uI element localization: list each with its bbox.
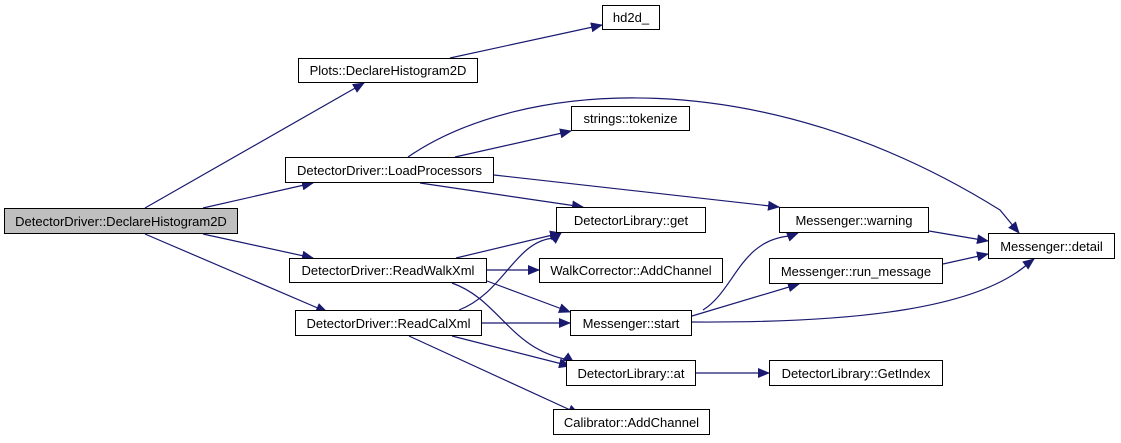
node-walk-corrector-add-channel[interactable]: WalkCorrector::AddChannel bbox=[539, 258, 723, 283]
edge-load_processors-to-msg_warning bbox=[493, 174, 780, 211]
edge-read_walk-to-lib_get bbox=[455, 230, 562, 259]
node-detector-library-get[interactable]: DetectorLibrary::get bbox=[556, 207, 706, 233]
node-detector-library-at[interactable]: DetectorLibrary::at bbox=[566, 360, 696, 386]
node-read-walk-xml[interactable]: DetectorDriver::ReadWalkXml bbox=[289, 258, 487, 283]
node-messenger-start[interactable]: Messenger::start bbox=[570, 310, 692, 336]
edge-read_cal-to-cal_add bbox=[408, 335, 580, 415]
node-load-processors[interactable]: DetectorDriver::LoadProcessors bbox=[285, 157, 494, 183]
edge-root-to-read_cal bbox=[144, 233, 328, 313]
root-node-declare-histogram-2d: DetectorDriver::DeclareHistogram2D bbox=[4, 208, 238, 234]
edge-read_cal-to-lib_at bbox=[451, 335, 571, 369]
edge-root-to-read_walk bbox=[202, 233, 314, 261]
edge-msg_start-to-msg_run bbox=[691, 282, 800, 317]
edge-read_cal-to-lib_get bbox=[458, 232, 562, 311]
edge-msg_warning-to-msg_detail bbox=[928, 230, 989, 245]
node-read-cal-xml[interactable]: DetectorDriver::ReadCalXml bbox=[295, 310, 482, 336]
edge-msg_run-to-msg_detail bbox=[942, 251, 989, 265]
edge-msg_start-to-msg_warning bbox=[702, 232, 799, 311]
node-detector-library-get-index[interactable]: DetectorLibrary::GetIndex bbox=[769, 360, 943, 386]
edge-load_processors-to-msg_detail bbox=[407, 97, 1020, 234]
node-messenger-warning[interactable]: Messenger::warning bbox=[779, 207, 929, 233]
edge-plots_declare-to-hd2d bbox=[449, 22, 603, 59]
edge-load_processors-to-lib_get bbox=[419, 182, 584, 211]
node-plots-declare-histogram-2d[interactable]: Plots::DeclareHistogram2D bbox=[298, 58, 478, 83]
node-strings-tokenize[interactable]: strings::tokenize bbox=[571, 106, 690, 131]
node-calibrator-add-channel[interactable]: Calibrator::AddChannel bbox=[553, 409, 710, 435]
edge-read_walk-to-lib_at bbox=[451, 282, 575, 364]
edge-root-to-plots_declare bbox=[144, 82, 365, 209]
edge-root-to-load_processors bbox=[202, 180, 314, 209]
edge-read_walk-to-msg_start bbox=[486, 280, 571, 313]
node-messenger-detail[interactable]: Messenger::detail bbox=[988, 233, 1115, 259]
edge-msg_start-to-msg_detail bbox=[691, 258, 1035, 323]
node-hd2d[interactable]: hd2d_ bbox=[602, 5, 660, 30]
edge-load_processors-to-tokenize bbox=[454, 128, 572, 158]
node-messenger-run-message[interactable]: Messenger::run_message bbox=[769, 258, 943, 284]
